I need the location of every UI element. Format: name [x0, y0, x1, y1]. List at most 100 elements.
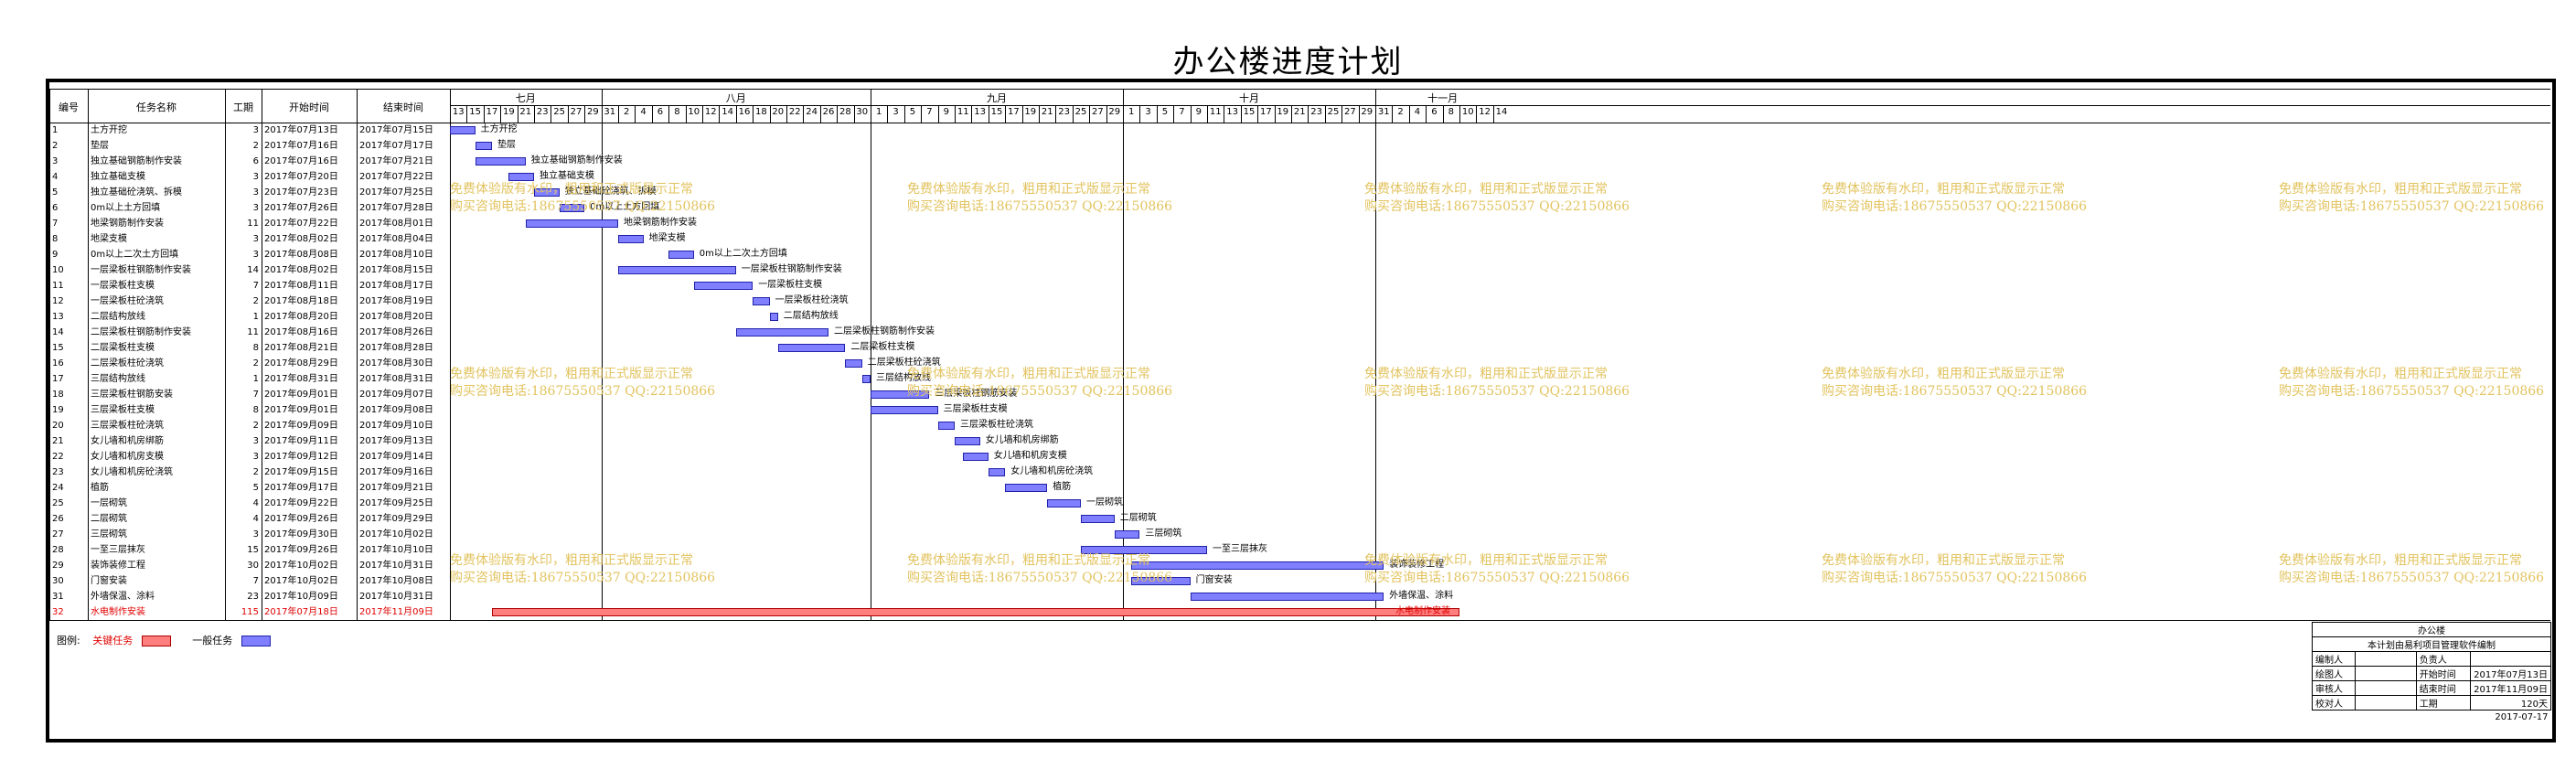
day-tick — [1072, 105, 1074, 123]
task-bar[interactable] — [1081, 515, 1115, 523]
task-bar[interactable] — [525, 219, 618, 228]
task-cell-id: 3 — [52, 156, 59, 166]
day-tick — [786, 105, 787, 123]
task-bar[interactable] — [1005, 484, 1048, 492]
task-cell-duration: 30 — [247, 561, 259, 571]
day-header: 27 — [1344, 107, 1356, 117]
task-bar[interactable] — [508, 173, 534, 181]
task-cell-duration: 5 — [252, 483, 259, 493]
month-header: 九月 — [987, 92, 1007, 104]
day-header: 13 — [1226, 107, 1238, 117]
task-bar[interactable] — [769, 313, 778, 321]
task-bar[interactable] — [871, 390, 930, 399]
day-tick — [1459, 105, 1460, 123]
task-bar[interactable] — [492, 608, 1459, 616]
task-cell-start: 2017年08月20日 — [264, 312, 338, 322]
day-header: 25 — [1074, 107, 1087, 117]
day-tick — [1341, 105, 1343, 123]
task-bar[interactable] — [1131, 577, 1191, 585]
day-tick — [584, 105, 586, 123]
task-bar[interactable] — [777, 344, 846, 352]
month-separator — [1375, 89, 1376, 620]
task-bar[interactable] — [534, 188, 560, 197]
task-bar[interactable] — [1131, 561, 1384, 570]
task-bar-label: 二层梁板柱支模 — [850, 342, 915, 352]
task-bar-label: 三层梁板柱支模 — [943, 404, 1008, 414]
day-header: 5 — [1161, 107, 1169, 117]
task-cell-end: 2017年08月20日 — [359, 312, 433, 322]
day-header: 23 — [536, 107, 549, 117]
day-tick — [635, 105, 636, 123]
task-bar[interactable] — [618, 266, 736, 274]
info-cell: 工期 — [2415, 695, 2472, 711]
task-bar[interactable] — [937, 422, 955, 430]
task-bar-label: 独立基础钢筋制作安装 — [530, 155, 623, 166]
task-cell-name: 女儿墙和机房支模 — [91, 452, 164, 462]
task-bar[interactable] — [450, 126, 476, 134]
task-cell-id: 21 — [52, 436, 64, 446]
day-header: 7 — [1179, 107, 1185, 117]
task-bar[interactable] — [753, 297, 770, 305]
task-cell-id: 32 — [52, 607, 64, 617]
task-bar[interactable] — [963, 453, 989, 461]
task-bar[interactable] — [475, 157, 526, 166]
task-cell-duration: 2 — [252, 296, 259, 306]
task-bar-label: 二层结构放线 — [783, 311, 839, 321]
task-cell-duration: 3 — [252, 436, 259, 446]
day-header: 21 — [1041, 107, 1053, 117]
watermark-text: 免费体验版有水印，粗用和正式版显示正常 — [1822, 553, 2065, 568]
task-bar[interactable] — [618, 235, 644, 243]
day-header: 12 — [704, 107, 717, 117]
task-cell-id: 19 — [52, 405, 64, 415]
task-cell-end: 2017年09月29日 — [359, 514, 433, 524]
task-bar[interactable] — [735, 328, 828, 337]
task-bar-label: 地梁支模 — [648, 233, 686, 243]
page-title: 办公楼进度计划 — [1172, 44, 1404, 80]
legend-normal-swatch — [240, 636, 271, 646]
day-tick — [921, 105, 923, 123]
day-tick — [1274, 105, 1276, 123]
task-cell-id: 15 — [52, 343, 64, 353]
task-bar[interactable] — [1114, 530, 1140, 539]
task-bar[interactable] — [1190, 593, 1384, 601]
task-bar[interactable] — [871, 406, 938, 414]
task-cell-name: 一层梁板柱钢筋制作安装 — [91, 265, 191, 275]
task-cell-name: 装饰装修工程 — [91, 561, 145, 571]
day-header: 3 — [893, 107, 899, 117]
watermark-text: 免费体验版有水印，粗用和正式版显示正常 — [450, 182, 693, 197]
watermark-text: 免费体验版有水印，粗用和正式版显示正常 — [2279, 367, 2522, 381]
task-bar-label: 女儿墙和机房支模 — [993, 451, 1067, 461]
task-bar[interactable] — [955, 437, 980, 445]
task-bar[interactable] — [1047, 499, 1081, 508]
watermark-text: 免费体验版有水印，粗用和正式版显示正常 — [1822, 367, 2065, 381]
task-cell-duration: 1 — [252, 374, 259, 384]
task-cell-name: 三层梁板柱钢筋安装 — [91, 390, 173, 400]
task-bar[interactable] — [668, 251, 694, 259]
task-bar[interactable] — [559, 204, 585, 212]
column-header-end: 结束时间 — [383, 102, 423, 113]
task-bar[interactable] — [1081, 546, 1207, 554]
task-bar-label: 二层砌筑 — [1119, 513, 1157, 523]
task-cell-end: 2017年07月21日 — [359, 156, 433, 166]
info-cell — [2354, 651, 2417, 667]
task-cell-duration: 7 — [252, 390, 259, 400]
day-tick — [651, 105, 653, 123]
task-bar[interactable] — [693, 282, 754, 290]
watermark-text: 免费体验版有水印，粗用和正式版显示正常 — [2279, 553, 2522, 568]
task-bar[interactable] — [861, 375, 871, 383]
task-cell-start: 2017年07月20日 — [264, 172, 338, 182]
day-header: 18 — [755, 107, 767, 117]
task-cell-name: 一层梁板柱支模 — [91, 281, 155, 291]
day-tick — [819, 105, 821, 123]
task-cell-end: 2017年07月25日 — [359, 187, 433, 198]
info-cell: 审核人 — [2312, 680, 2356, 696]
task-bar[interactable] — [475, 142, 492, 150]
task-cell-duration: 2 — [252, 358, 259, 369]
task-cell-duration: 3 — [252, 125, 259, 135]
watermark-text: 免费体验版有水印，粗用和正式版显示正常 — [1822, 182, 2065, 197]
task-bar[interactable] — [988, 468, 1006, 476]
task-bar[interactable] — [845, 359, 862, 368]
legend-critical-label: 关键任务 — [92, 635, 134, 646]
day-header: 10 — [1461, 107, 1474, 117]
task-cell-name: 二层砌筑 — [91, 514, 127, 524]
